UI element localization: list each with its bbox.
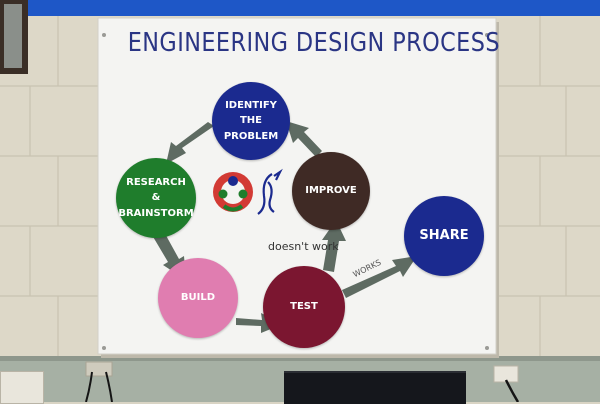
power-cord-left-2 — [105, 371, 113, 402]
arrow-test-to-improve — [322, 220, 346, 272]
step-identify-the-problem: IDENTIFY THE PROBLEM — [212, 82, 290, 160]
power-cord-left — [85, 371, 93, 402]
arrow-identify-to-research — [166, 122, 214, 164]
step-build: BUILD — [158, 258, 238, 338]
wall-block-lines — [0, 16, 600, 356]
club-logo — [213, 172, 253, 212]
step-test: TEST — [263, 266, 345, 348]
step-research-and-brainstorm: RESEARCH & BRAINSTORM — [116, 158, 196, 238]
bird-logo — [257, 168, 283, 215]
outlet-mid — [85, 361, 113, 377]
step-improve: IMPROVE — [292, 152, 370, 230]
outlet-right — [493, 365, 519, 383]
poster-title: ENGINEERING DESIGN PROCESS — [127, 28, 500, 58]
baseboard-ledge — [0, 356, 600, 361]
poster-screws — [102, 33, 489, 350]
arrow-test-to-share — [342, 256, 417, 298]
wall-outlet-left — [0, 371, 44, 404]
power-cord-right — [504, 379, 520, 402]
doesnt-work-label: doesn't work — [268, 240, 339, 253]
window-glass — [4, 4, 22, 68]
ceiling-trim — [0, 0, 600, 16]
step-share: SHARE — [404, 196, 484, 276]
arrow-improve-to-identify — [286, 121, 322, 157]
tv-monitor — [284, 371, 466, 404]
